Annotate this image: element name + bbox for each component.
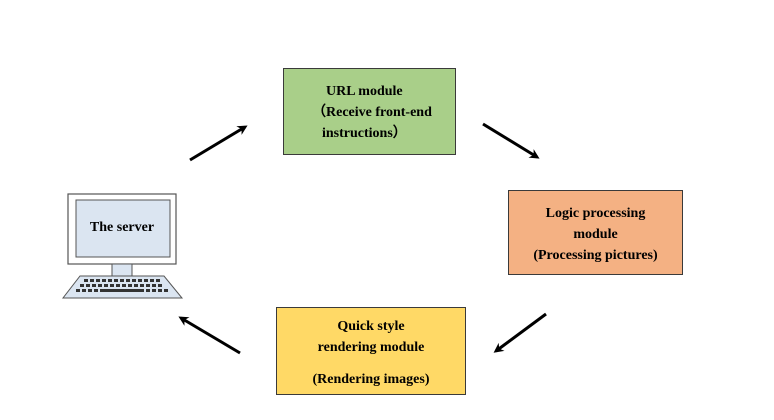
quick-module-title-line2: rendering module [317, 340, 425, 355]
quick-module-box: Quick style rendering module (Rendering … [276, 307, 466, 395]
logic-module-title-line2: module [573, 227, 618, 242]
computer-icon [61, 193, 184, 299]
server-label: The server [89, 220, 155, 235]
arrow-url-to-logic [482, 122, 540, 159]
logic-module-desc: (Processing pictures) [533, 248, 658, 263]
quick-module-title-line1: Quick style [337, 319, 405, 334]
url-module-desc-line2: instructions） [322, 126, 407, 141]
logic-module-title-line1: Logic processing [545, 206, 646, 221]
url-module-title: URL module [326, 84, 403, 99]
quick-module-desc: (Rendering images) [312, 372, 430, 387]
url-module-desc-line1: （Receive front-end [312, 105, 432, 120]
url-module-box: URL module （Receive front-end instructio… [283, 68, 456, 155]
arrow-server-to-url [189, 125, 248, 162]
logic-module-box: Logic processing module (Processing pict… [508, 190, 683, 275]
arrow-quick-to-server [178, 316, 241, 355]
arrow-logic-to-quick [493, 312, 547, 353]
